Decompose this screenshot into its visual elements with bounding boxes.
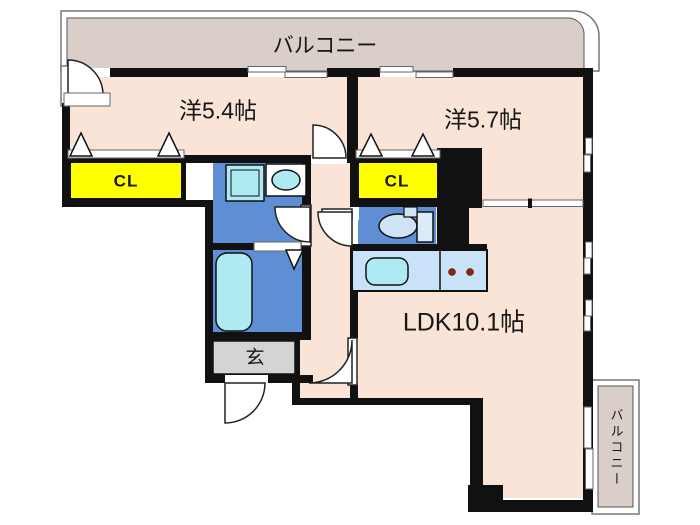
room-a-label: 洋5.4帖 xyxy=(179,97,257,124)
closet-b-label: CL xyxy=(384,171,410,191)
closet-b xyxy=(359,163,437,198)
entrance-label: 玄 xyxy=(245,347,265,369)
entrance-floor xyxy=(212,340,296,375)
closet-a-track xyxy=(67,149,185,159)
closet-b-folding-door-icon xyxy=(410,132,436,157)
closet-a-folding-door-icon xyxy=(156,131,182,157)
balcony-door-swing xyxy=(67,59,104,96)
washroom-door-swing xyxy=(274,206,311,243)
closet-a xyxy=(71,163,181,198)
ldk-door-swing xyxy=(308,339,353,384)
room-b-label: 洋5.7帖 xyxy=(444,106,522,133)
closet-b-track xyxy=(355,149,441,159)
room-a-floor xyxy=(70,77,347,157)
windows xyxy=(247,66,594,490)
bathtub xyxy=(215,252,253,332)
washing-machine-pad-inner xyxy=(230,169,260,197)
toilet-tank xyxy=(416,211,434,243)
toilet-bowl xyxy=(378,213,418,239)
vanity-sink xyxy=(271,169,301,191)
balcony-side-floor xyxy=(597,385,634,508)
hall-floor xyxy=(298,336,350,398)
bathroom-folding-door-icon xyxy=(284,249,305,271)
ldk-label: LDK10.1帖 xyxy=(402,308,526,337)
balcony-top-floor xyxy=(66,17,585,72)
room-a-door-swing xyxy=(312,124,347,159)
ldk-floor-extension xyxy=(470,398,583,498)
balcony-side-label: バルコニー xyxy=(608,408,624,488)
toilet-cistern xyxy=(403,206,418,218)
room-b-sliding-partition xyxy=(482,199,584,207)
doors xyxy=(63,59,359,424)
toilet-door-swing xyxy=(317,211,353,247)
washing-machine-pad xyxy=(225,164,265,202)
entrance-door-swing xyxy=(224,382,266,424)
closet-b-folding-door-icon xyxy=(358,132,384,157)
stove-burner-icon xyxy=(466,268,474,276)
fixtures xyxy=(215,163,488,332)
stove-burner-icon xyxy=(448,268,456,276)
bathroom-door-opening xyxy=(253,241,302,252)
closet-a-label: CL xyxy=(113,171,139,191)
kitchen-sink xyxy=(365,257,409,286)
closet-a-folding-door-icon xyxy=(68,131,94,157)
balcony-top-label: バルコニー xyxy=(272,34,378,58)
balcony-door-threshold xyxy=(63,92,111,107)
